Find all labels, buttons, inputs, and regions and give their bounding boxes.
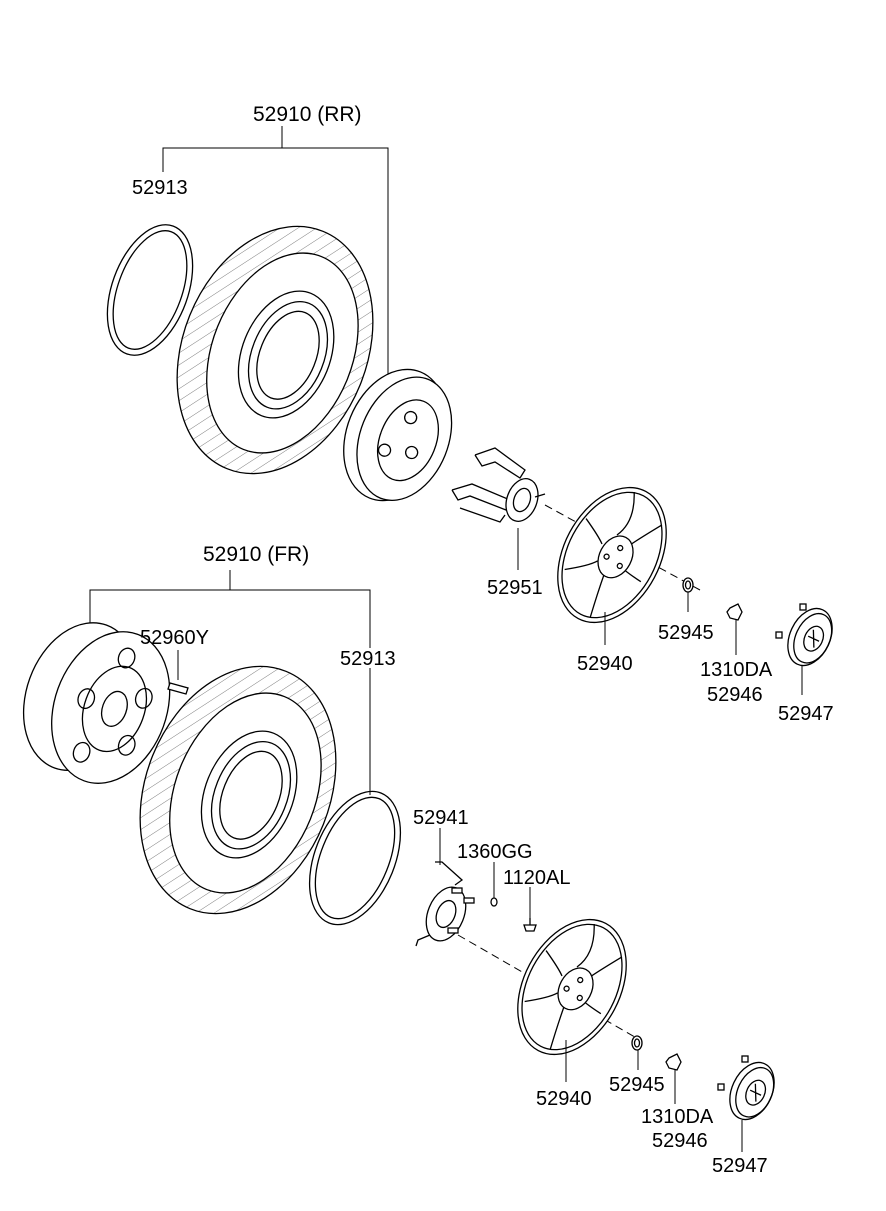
- fr-valve-stem: [167, 650, 189, 695]
- label-fr-hub-cap: 52947: [712, 1155, 768, 1177]
- rr-leader-lines: [162, 126, 389, 375]
- label-rr-nut: 52945: [658, 622, 714, 644]
- rr-hub-nut: [726, 603, 743, 655]
- fr-hub-nut: [665, 1053, 682, 1104]
- label-rr-hub-nut-b: 52946: [707, 684, 763, 706]
- rr-lug-nut: [682, 577, 694, 593]
- label-fr-nut: 52945: [609, 1074, 665, 1096]
- rr-tire-flap-ring: [106, 224, 194, 356]
- label-fr-screw-b: 1120AL: [503, 867, 571, 889]
- label-rr-assembly: 52910 (RR): [253, 103, 362, 126]
- label-rr-hub-nut-a: 1310DA: [700, 659, 773, 681]
- label-fr-valve: 52960Y: [140, 627, 209, 649]
- fr-bracket: [415, 828, 475, 947]
- label-fr-bracket: 52941: [413, 807, 469, 829]
- fr-wheel-cover: [517, 918, 627, 1056]
- label-rr-wheel-cover: 52940: [577, 653, 633, 675]
- label-rr-ring: 52913: [132, 177, 188, 199]
- rr-tire: [176, 225, 374, 475]
- label-rr-hub-cap: 52947: [778, 703, 834, 725]
- label-fr-screw-a: 1360GG: [457, 841, 533, 863]
- label-fr-assembly: 52910 (FR): [203, 543, 310, 566]
- fr-part-leaders: [565, 1040, 743, 1152]
- rr-wheel-cover: [557, 486, 667, 624]
- fr-hub-cap: [729, 1061, 775, 1121]
- rr-bracket: [451, 447, 546, 523]
- label-rr-bracket: 52951: [487, 577, 543, 599]
- fr-screw-1360gg: [490, 862, 498, 907]
- fr-leader-lines: [89, 570, 371, 795]
- fr-tire-flap-ring: [308, 790, 402, 926]
- fr-tire: [139, 665, 337, 915]
- rr-wheel-rim: [343, 368, 453, 502]
- label-fr-wheel-cover: 52940: [536, 1088, 592, 1110]
- label-fr-ring: 52913: [340, 648, 396, 670]
- label-fr-hub-nut-b: 52946: [652, 1130, 708, 1152]
- rr-hub-cap: [787, 607, 833, 667]
- fr-lug-nut: [631, 1035, 643, 1051]
- rr-axis-line: [544, 504, 701, 591]
- fr-wheel-rim: [22, 622, 171, 784]
- label-fr-hub-nut-a: 1310DA: [641, 1106, 714, 1128]
- rr-part-leaders: [517, 528, 803, 695]
- fr-bolt-1120al: [523, 887, 537, 932]
